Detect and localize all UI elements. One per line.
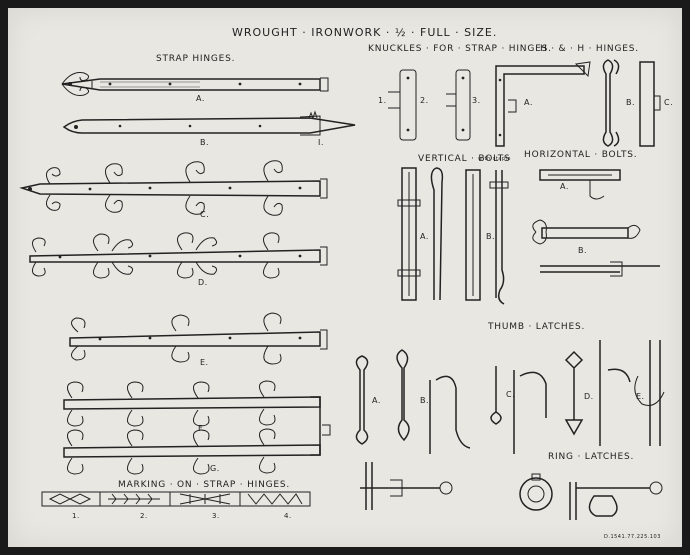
label-strap-c: C.: [200, 210, 210, 219]
label-knuckle-2: 2.: [420, 96, 429, 105]
label-h-a: A.: [524, 98, 533, 107]
h-hinges-heading: H · & · H · HINGES.: [540, 44, 639, 54]
label-thumb-b: B.: [420, 396, 430, 405]
label-thumb-c: C.: [506, 390, 516, 399]
strap-hinge-b: [62, 110, 356, 136]
knuckles-heading: KNUCKLES · FOR · STRAP · HINGES.: [368, 44, 552, 54]
label-knuckle-3: 3.: [472, 96, 481, 105]
label-knuckle-1: 1.: [378, 96, 387, 105]
label-h-c: C.: [664, 98, 674, 107]
label-strap-a: A.: [196, 94, 205, 103]
label-mark-4: 4.: [284, 512, 292, 520]
thumb-latches-heading: THUMB · LATCHES.: [488, 322, 586, 332]
label-vbolt-b: B.: [486, 232, 496, 241]
vertical-bolts-drawings: [397, 167, 509, 305]
strap-hinge-e: [69, 312, 328, 365]
label-h-b: B.: [626, 98, 636, 107]
strap-hinges-heading: STRAP HINGES.: [156, 54, 236, 64]
strap-hinge-c: [19, 160, 328, 216]
label-strap-e: E.: [200, 358, 209, 367]
label-strap-f: F.: [198, 424, 205, 433]
sheet-title: WROUGHT · IRONWORK · ½ · FULL · SIZE.: [232, 26, 498, 39]
horizontal-bolts-heading: HORIZONTAL · BOLTS.: [524, 150, 638, 160]
marking-strip: [41, 491, 311, 507]
label-thumb-a: A.: [372, 396, 381, 405]
marking-heading: MARKING · ON · STRAP · HINGES.: [118, 480, 291, 490]
label-strap-d: D.: [198, 278, 208, 287]
h-hinges-drawings: [495, 59, 661, 147]
label-strap-b: B.: [200, 138, 210, 147]
strap-hinge-f-g: [63, 380, 331, 475]
ring-latches-heading: RING · LATCHES.: [548, 452, 635, 462]
label-mark-1: 1.: [72, 512, 80, 520]
vertical-bolts-heading: VERTICAL · BOLTS: [418, 154, 511, 164]
catalog-number: D.1541.77.225.103: [604, 534, 661, 540]
strap-hinge-d: [29, 232, 328, 279]
latch-detail: [360, 462, 453, 510]
label-mark-3: 3.: [212, 512, 220, 520]
vertical-bolts-note: with staple: [478, 156, 511, 162]
thumb-latches-drawings: [355, 340, 665, 454]
label-vbolt-a: A.: [420, 232, 429, 241]
label-thumb-d: D.: [584, 392, 594, 401]
label-strap-i: I.: [318, 138, 324, 147]
label-mark-2: 2.: [140, 512, 148, 520]
ring-latches-drawings: [519, 473, 663, 520]
label-hbolt-b: B.: [578, 246, 588, 255]
label-thumb-e: E.: [636, 392, 645, 401]
knuckles-drawings: [388, 69, 471, 141]
label-hbolt-a: A.: [560, 182, 569, 191]
horizontal-bolts-drawings: [532, 169, 660, 277]
label-strap-g: G.: [210, 464, 220, 473]
strap-hinge-a: [61, 72, 329, 96]
